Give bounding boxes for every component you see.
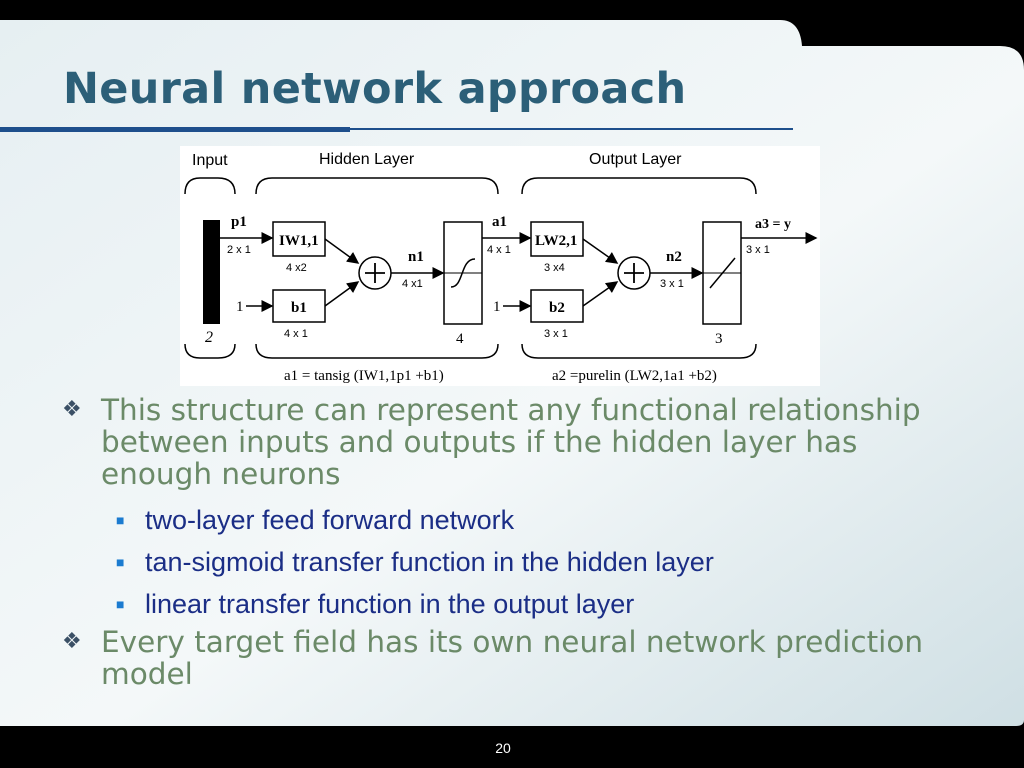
a1-dim: 4 x 1: [487, 244, 511, 256]
title-underline-thick: [0, 127, 350, 132]
output-neurons: 3: [715, 331, 723, 347]
bullet-list: ❖ This structure can represent any funct…: [62, 394, 962, 700]
page-title: Neural network approach: [63, 64, 687, 114]
b2-label: b2: [549, 300, 565, 316]
section-label-output: Output Layer: [589, 151, 682, 168]
bottom-braces: [184, 343, 757, 359]
input-label: p1: [231, 214, 247, 230]
sub-bullet-item: ■ linear transfer function in the output…: [62, 584, 962, 624]
b1-label: b1: [291, 300, 307, 316]
tansig-curve-icon: [450, 258, 476, 288]
a3-dim: 3 x 1: [746, 244, 770, 256]
page-number: 20: [495, 740, 511, 756]
bullet-text: Every target field has its own neural ne…: [101, 625, 924, 691]
iw-dim: 4 x2: [286, 262, 307, 274]
sub-bullet-text: two-layer feed forward network: [145, 505, 515, 535]
hidden-neurons: 4: [456, 331, 464, 347]
top-braces: [184, 177, 757, 195]
plus-icon: [365, 263, 385, 283]
iw-to-sum-arrow: [324, 238, 360, 264]
b2-to-sum-arrow: [582, 281, 619, 307]
section-label-input: Input: [192, 152, 228, 169]
b2-box: [530, 289, 584, 323]
square-bullet-icon: ■: [116, 512, 125, 528]
output-bias-input: 1: [493, 299, 501, 315]
b1-box: [272, 289, 326, 323]
b1-to-sum-arrow: [324, 281, 360, 307]
square-bullet-icon: ■: [116, 554, 125, 570]
n2-label: n2: [666, 249, 682, 265]
bullet-item: ❖ Every target field has its own neural …: [62, 626, 962, 690]
hidden-bias-input: 1: [236, 299, 244, 315]
sub-bullet-item: ■ tan-sigmoid transfer function in the h…: [62, 542, 962, 582]
diamond-cluster-icon: ❖: [62, 397, 82, 422]
b2-dim: 3 x 1: [544, 328, 568, 340]
n1-dim: 4 x1: [402, 278, 423, 290]
input-vector-block: [203, 220, 220, 324]
lw-to-sum-arrow: [582, 238, 619, 264]
n1-label: n1: [408, 249, 424, 265]
a3-label: a3 = y: [755, 217, 791, 232]
sub-bullet-item: ■ two-layer feed forward network: [62, 500, 962, 540]
lw-label: LW2,1: [535, 233, 577, 249]
neural-network-diagram: Input Hidden Layer Output Layer p1 2 x 1…: [180, 146, 820, 386]
n2-dim: 3 x 1: [660, 278, 684, 290]
plus-icon: [624, 263, 644, 283]
lw-box: [530, 221, 584, 257]
output-equation: a2 =purelin (LW2,1a1 +b2): [552, 368, 717, 384]
sub-bullet-text: linear transfer function in the output l…: [145, 589, 635, 619]
bullet-item: ❖ This structure can represent any funct…: [62, 394, 962, 490]
lw-dim: 3 x4: [544, 262, 565, 274]
sub-bullet-text: tan-sigmoid transfer function in the hid…: [145, 547, 714, 577]
input-size: 2: [205, 329, 213, 346]
b1-dim: 4 x 1: [284, 328, 308, 340]
square-bullet-icon: ■: [116, 596, 125, 612]
diamond-cluster-icon: ❖: [62, 629, 82, 654]
title-underline-thin: [350, 128, 793, 130]
bullet-text: This structure can represent any functio…: [101, 393, 921, 491]
a1-label: a1: [492, 214, 507, 230]
input-dim: 2 x 1: [227, 244, 251, 256]
hidden-equation: a1 = tansig (IW1,1p1 +b1): [284, 368, 444, 384]
iw-label: IW1,1: [279, 233, 319, 249]
purelin-line-icon: [709, 257, 736, 289]
section-label-hidden: Hidden Layer: [319, 151, 415, 168]
